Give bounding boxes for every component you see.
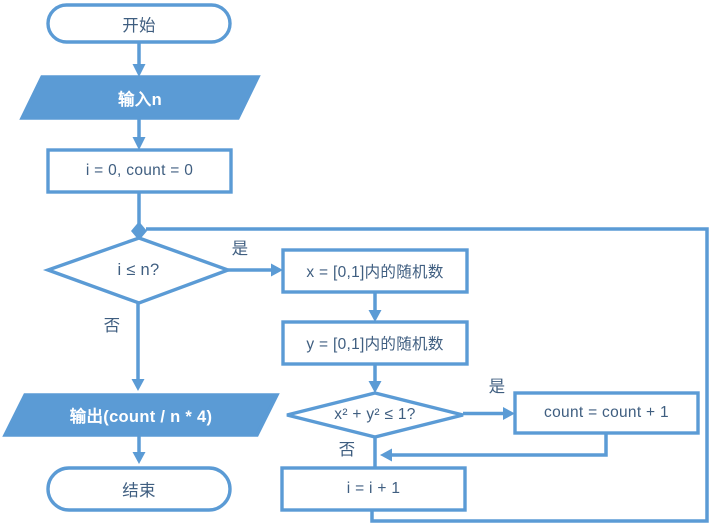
arrowhead-cond1-yes xyxy=(271,263,283,277)
arrowhead-countinc-return xyxy=(380,448,392,462)
cond-loop-node xyxy=(42,236,233,305)
arrowhead-randx-to-randy xyxy=(368,310,382,322)
arrowhead-cond1-no xyxy=(131,379,145,391)
arrowhead-input-to-init xyxy=(132,137,146,150)
arrowhead-output-to-end xyxy=(132,452,146,464)
rand-x-node xyxy=(281,248,469,294)
merge-diamond-marker xyxy=(131,221,147,241)
arrowhead-start-to-input xyxy=(132,64,146,77)
start-node xyxy=(46,3,232,44)
edge-countinc-return xyxy=(392,433,608,457)
i-inc-node xyxy=(280,466,467,512)
output-node xyxy=(2,393,280,437)
end-node xyxy=(46,466,232,512)
rand-y-node xyxy=(281,320,469,366)
cond-circle-node xyxy=(286,391,464,439)
arrowhead-cond2-yes xyxy=(503,407,515,420)
input-node xyxy=(19,75,261,120)
edge-loop-back xyxy=(146,227,709,523)
arrowhead-randy-to-cond2 xyxy=(368,381,382,393)
init-node xyxy=(46,148,233,194)
count-inc-node xyxy=(513,391,700,435)
